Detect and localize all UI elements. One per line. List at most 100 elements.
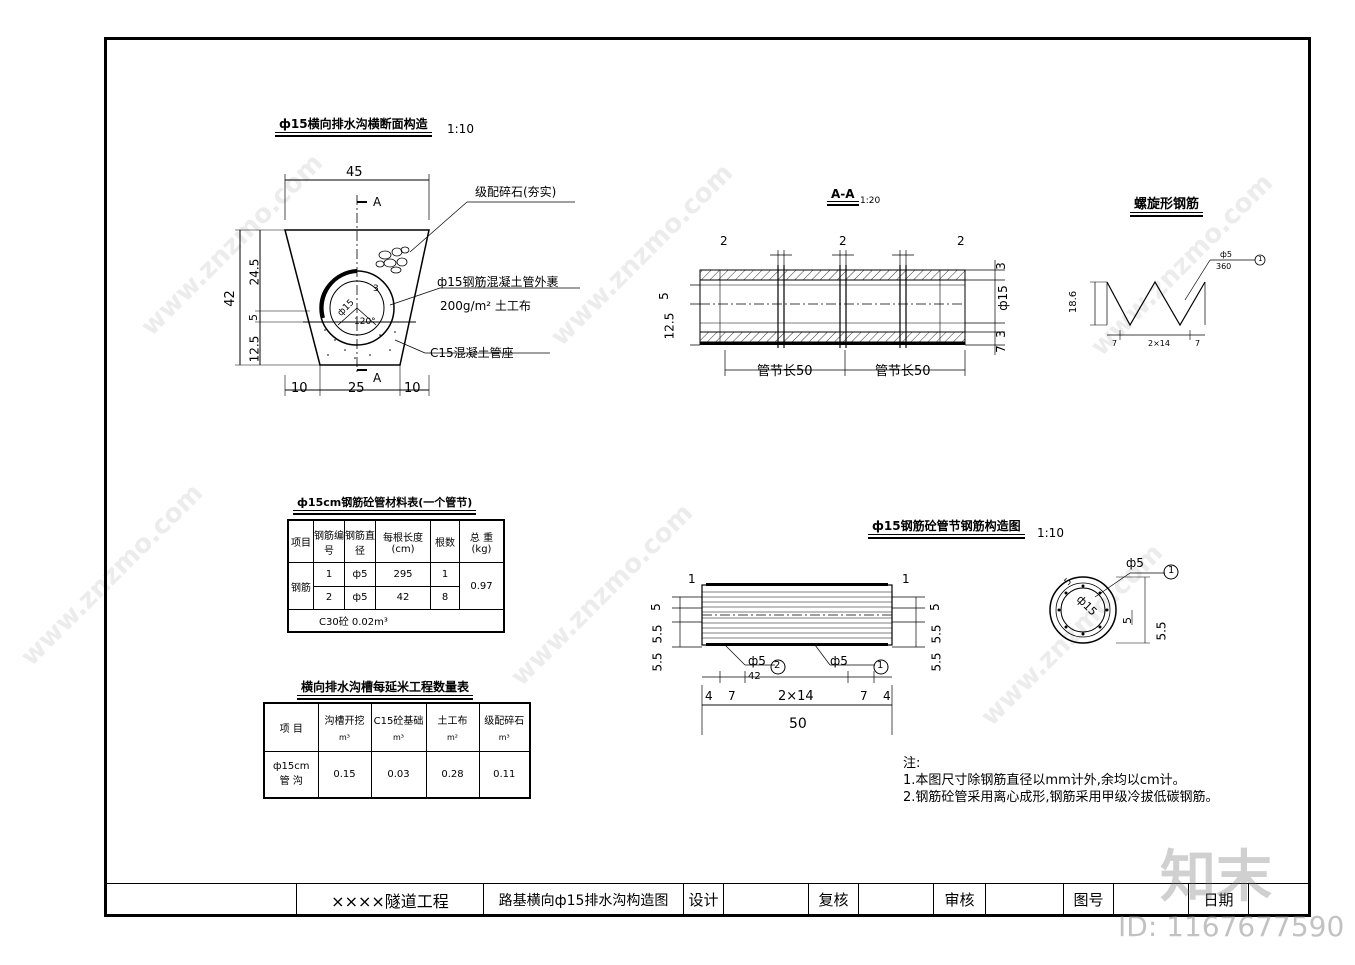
qt-header-unit: m²: [447, 733, 459, 743]
rebar-dim-right-1: 5: [927, 603, 942, 611]
qt-header-label: 沟槽开挖: [324, 716, 365, 728]
qt-cell: 0.11: [478, 750, 531, 799]
rebar-callout-dia-2: ф5: [748, 654, 766, 668]
mt-cell: 295: [375, 562, 431, 587]
tb-figure-no-label: 图号: [1064, 884, 1114, 915]
qt-row-label: ф15cm 管 沟: [263, 750, 319, 799]
drawing-frame: [104, 37, 1311, 917]
qty-table-title: 横向排水沟槽每延米工程数量表: [296, 680, 474, 700]
mt-cell: 1: [430, 562, 460, 587]
mt-header-len: 每根长度(cm): [375, 519, 431, 564]
tb-date-label: 日期: [1189, 884, 1249, 915]
rebar-end-mark-left: 1: [688, 572, 696, 586]
tb-check-value: [859, 884, 934, 915]
tb-drawing-name: 路基横向ф15排水沟构造图: [484, 884, 684, 915]
qt-header-cell: 级配碎石 m³: [478, 702, 531, 752]
rebar-bottom-4: 7: [860, 689, 868, 703]
rebar-dim-left-3: 5.5: [650, 652, 665, 672]
qt-header-label: 级配碎石: [484, 716, 525, 728]
aa-title: A-A: [827, 187, 859, 206]
spiral-bar-dia: ф5: [1220, 250, 1232, 259]
spiral-bottom-1: 7: [1112, 339, 1118, 348]
qt-header-label: 土工布: [437, 716, 468, 728]
circle-bar-mark: 1: [1168, 565, 1175, 576]
notes: 注: 1.本图尺寸除钢筋直径以mm计外,余均以cm计。 2.钢筋砼管采用离心成形…: [903, 755, 1219, 806]
mt-cell: ф5: [344, 585, 376, 611]
tb-design-value: [724, 884, 809, 915]
aa-gap-3: 2: [957, 234, 965, 248]
qt-header-unit: m³: [498, 733, 510, 743]
dim-mid-height: 5: [247, 314, 260, 321]
mt-total: 0.97: [459, 562, 505, 611]
circle-height: 5.5: [1154, 621, 1169, 641]
mt-concrete: C30砼 0.02m³: [287, 609, 505, 633]
spiral-title: 螺旋形钢筋: [1129, 193, 1204, 217]
mt-cell: 2: [313, 585, 345, 611]
dim-bottom-mid: 25: [348, 381, 365, 396]
aa-dim-left-2: 12.5: [662, 312, 677, 340]
rebar-scale: 1:10: [1037, 526, 1064, 540]
circle-spacing: 5: [1121, 617, 1134, 624]
qt-cell: 0.15: [317, 750, 372, 799]
tb-blank: [107, 884, 297, 915]
tb-approve-label: 审核: [934, 884, 986, 915]
tb-project: ××××隧道工程: [297, 884, 484, 915]
spiral-bottom-2: 2×14: [1148, 339, 1170, 348]
rebar-callout-len-2: 42: [748, 671, 761, 682]
rebar-bottom-3: 2×14: [778, 689, 814, 704]
rebar-bottom-5: 4: [883, 689, 891, 703]
mt-row-label: 钢筋: [287, 562, 314, 611]
qt-header-item: 项 目: [263, 702, 319, 752]
qt-cell: 0.28: [425, 750, 480, 799]
rebar-dim-right-2: 5.5: [929, 624, 944, 644]
cut-label-top: A: [373, 195, 382, 209]
spiral-bottom-3: 7: [1195, 339, 1201, 348]
qt-cell: 0.03: [370, 750, 427, 799]
spiral-bar-len: 360: [1216, 262, 1232, 271]
aa-segment-1: 管节长50: [757, 364, 813, 379]
note-line: 1.本图尺寸除钢筋直径以mm计外,余均以cm计。: [903, 773, 1186, 788]
qt-header-unit: m³: [339, 733, 351, 743]
dim-bottom-right: 10: [404, 381, 421, 396]
mt-cell: 1: [313, 562, 345, 587]
material-table: 项目 钢筋编号 钢筋直径 每根长度(cm) 根数 总 重(kg) 钢筋 1 ф5…: [287, 519, 505, 633]
rebar-end-mark-right: 1: [902, 572, 910, 586]
mt-cell: ф5: [344, 562, 376, 587]
title-block: ××××隧道工程 路基横向ф15排水沟构造图 设计 复核 审核 图号 日期: [107, 883, 1308, 915]
rebar-drawing: [672, 583, 925, 735]
cut-label-bottom: A: [373, 371, 382, 385]
brand-watermark: 知末: [1160, 845, 1272, 910]
mt-cell: 8: [430, 585, 460, 611]
rebar-title: ф15钢筋砼管节钢筋构造图: [868, 519, 1025, 539]
aa-dim-left-1: 5: [656, 292, 671, 300]
mt-header-dia: 钢筋直径: [344, 519, 376, 564]
tb-check-label: 复核: [809, 884, 859, 915]
dim-upper-height: 24.5: [247, 258, 262, 286]
id-watermark: ID: 1167677590: [1118, 910, 1345, 943]
dim-bottom-left: 10: [291, 381, 308, 396]
rebar-callout-mark-2: 2: [774, 660, 781, 671]
mt-cell: 42: [375, 585, 431, 611]
aa-dim-right-2: ф15: [995, 285, 1010, 311]
rebar-length: 50: [789, 716, 807, 732]
aa-segment-2: 管节长50: [875, 364, 931, 379]
dim-total-height: 42: [222, 290, 238, 307]
rebar-callout-dia-1: ф5: [830, 654, 848, 668]
tb-design-label: 设计: [684, 884, 724, 915]
mt-header-count: 根数: [430, 519, 460, 564]
section-title: ф15横向排水沟横断面构造: [275, 117, 432, 137]
aa-scale: 1:20: [860, 196, 881, 206]
rebar-bottom-2: 7: [728, 689, 736, 703]
qt-header-label: C15砼基础: [373, 716, 424, 728]
label-gravel: 级配碎石(夯实): [475, 185, 557, 199]
aa-drawing: [690, 250, 1005, 376]
rebar-circle-drawing: [1049, 564, 1179, 644]
aa-dim-right-3: 3: [993, 330, 1008, 338]
qty-table: 项 目 沟槽开挖 m³ C15砼基础 m³ 土工布 m² 级配碎石 m³ ф15cm 管…: [263, 702, 531, 799]
tb-approve-value: [986, 884, 1064, 915]
spiral-drawing: [1090, 254, 1266, 340]
pipe-angle: 120°: [354, 317, 376, 327]
qt-header-cell: 土工布 m²: [425, 702, 480, 752]
rebar-dim-left-1: 5: [648, 603, 663, 611]
rebar-callout-mark-1: 1: [877, 660, 884, 671]
